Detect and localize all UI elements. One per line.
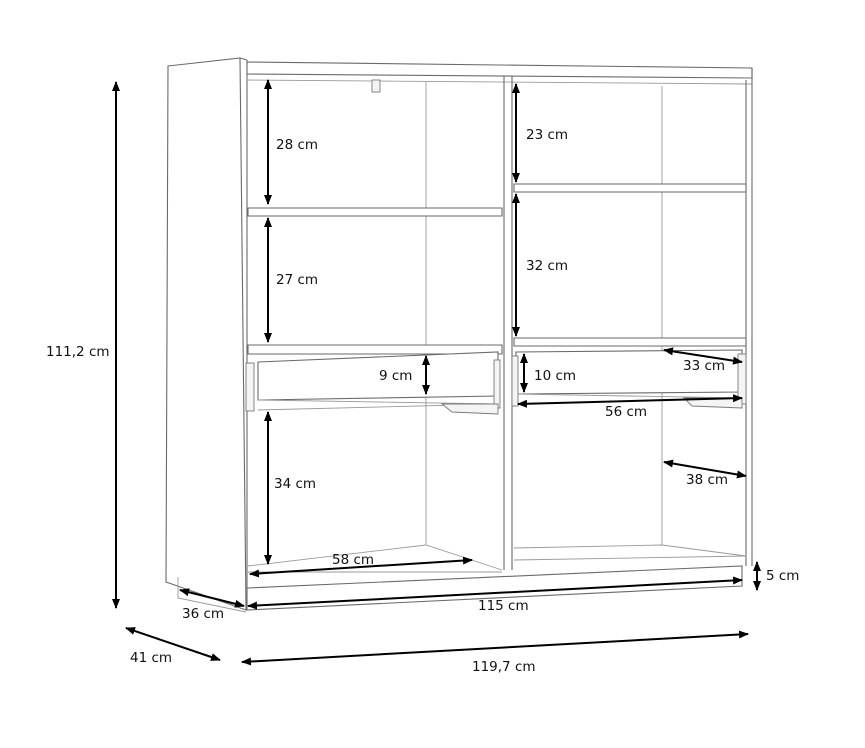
- top-panel: [246, 61, 753, 79]
- label-plinth-height: 5 cm: [766, 568, 799, 584]
- label-left-drawer-height: 9 cm: [379, 368, 412, 384]
- label-right-top-shelf: 23 cm: [526, 127, 568, 143]
- label-right-middle-shelf: 32 cm: [526, 258, 568, 274]
- label-left-bottom-width: 58 cm: [332, 552, 374, 568]
- label-overall-width: 119,7 cm: [472, 659, 536, 675]
- right-shelf-1: [513, 183, 747, 193]
- label-inner-depth: 36 cm: [182, 606, 224, 622]
- left-drawer: [245, 351, 501, 415]
- hinge-bracket: [371, 79, 381, 93]
- left-side-panel: [165, 57, 247, 611]
- label-right-bottom-depth: 38 cm: [686, 472, 728, 488]
- cabinet-body: [165, 57, 753, 613]
- label-left-top-shelf: 28 cm: [276, 137, 318, 153]
- right-shelf-2: [513, 337, 747, 347]
- left-shelf-2: [247, 344, 503, 355]
- label-right-drawer-height: 10 cm: [534, 368, 576, 384]
- left-shelf-1: [247, 207, 503, 217]
- label-right-drawer-width: 56 cm: [605, 404, 647, 420]
- label-overall-height: 111,2 cm: [46, 344, 110, 360]
- label-right-drawer-depth: 33 cm: [683, 358, 725, 374]
- label-inner-width: 115 cm: [478, 598, 529, 614]
- dimension-labels: 111,2 cm 28 cm 27 cm 9 cm 34 cm 58 cm 23…: [46, 127, 799, 675]
- label-left-middle-shelf: 27 cm: [276, 272, 318, 288]
- label-left-bottom-height: 34 cm: [274, 476, 316, 492]
- dimension-lines: [112, 79, 761, 666]
- label-overall-depth: 41 cm: [130, 650, 172, 666]
